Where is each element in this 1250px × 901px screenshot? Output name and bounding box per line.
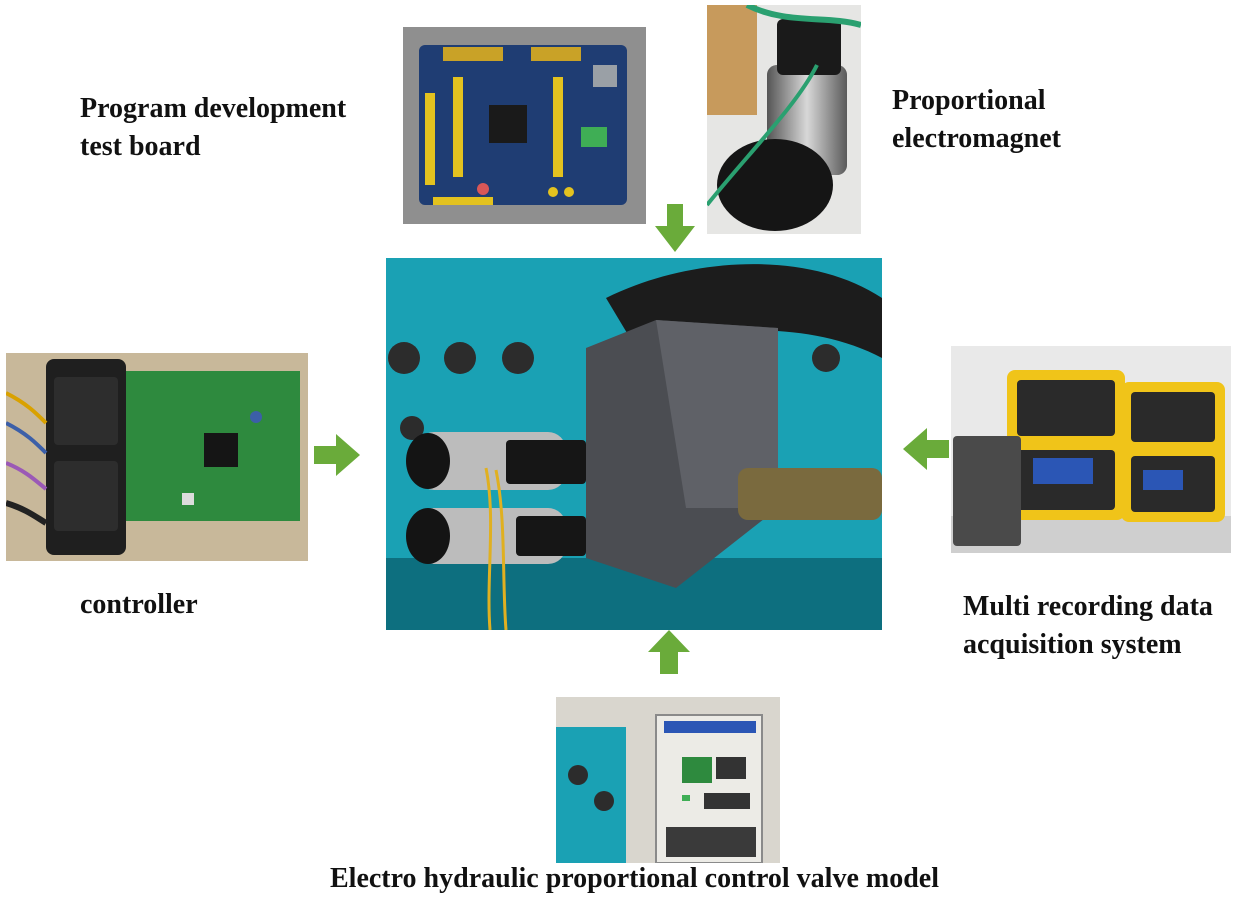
arrow-right-icon: [314, 434, 360, 476]
control-cabinet-photo: [556, 697, 780, 863]
daq-photo: [951, 346, 1231, 553]
daq-label: Multi recording data acquisition system: [963, 591, 1213, 660]
controller-photo: [6, 353, 308, 561]
electromagnet-label: Proportional electromagnet: [892, 85, 1061, 154]
valve-photo: [386, 258, 882, 630]
test-board-label: Program development test board: [80, 93, 347, 162]
electromagnet-photo: [707, 5, 861, 234]
arrow-down-icon: [655, 204, 695, 252]
arrow-up-icon: [648, 630, 690, 674]
controller-label: controller: [80, 589, 198, 620]
valve-model-label: Electro hydraulic proportional control v…: [330, 863, 939, 894]
test-board-photo: [403, 27, 646, 224]
arrow-left-icon: [903, 428, 949, 470]
